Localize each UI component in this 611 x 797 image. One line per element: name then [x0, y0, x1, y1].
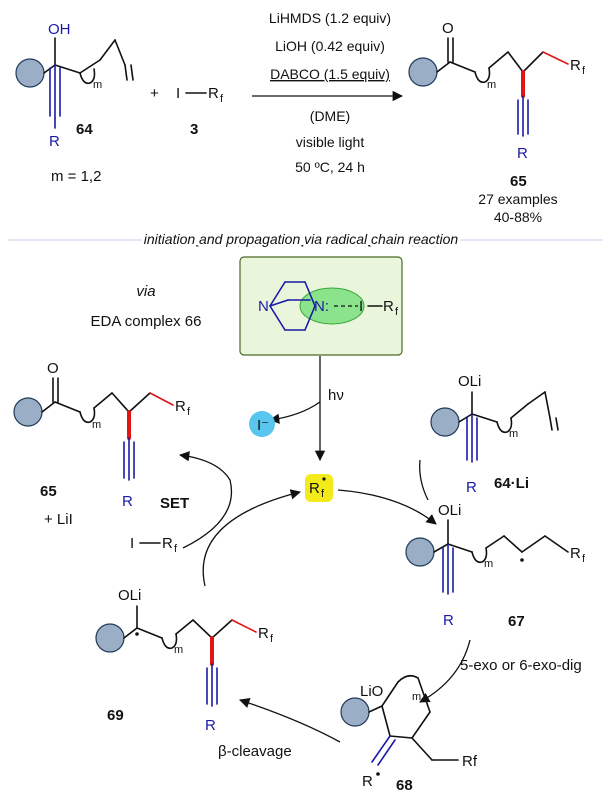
substrate-merge-arrow	[419, 459, 429, 501]
beta-cleavage-arrow	[239, 698, 341, 743]
intermediate-67-structure: OLi m R f R 67	[405, 502, 586, 630]
subscript-m-68: m	[412, 691, 421, 703]
iodide-release-arrow	[268, 401, 321, 424]
yield-range: 40-88%	[494, 209, 542, 225]
r-67: R	[443, 612, 454, 629]
reagent-3-structure: I R f 3	[176, 85, 224, 138]
plus-sign: +	[150, 85, 159, 102]
condition-6: 50 ºC, 24 h	[295, 159, 365, 175]
condition-3: DABCO (1.5 equiv)	[270, 66, 390, 82]
compound-65-label: 65	[510, 173, 527, 190]
addition-arrow	[337, 489, 437, 525]
r-68: R	[362, 773, 373, 790]
rf-label-65: R	[570, 57, 581, 74]
hv-label: hν	[328, 387, 344, 404]
condition-2: LiOH (0.42 equiv)	[275, 38, 385, 54]
rf-eda: R	[383, 298, 394, 315]
r-group-65: R	[517, 145, 528, 162]
r-group-64: R	[49, 133, 60, 150]
via-label: via	[136, 283, 155, 300]
rf-set-sub: f	[174, 543, 178, 555]
set-propagation-arrow	[202, 489, 302, 587]
oli-64li: OLi	[458, 373, 481, 390]
condition-1: LiHMDS (1.2 equiv)	[269, 10, 391, 26]
subscript-m-69: m	[174, 644, 183, 656]
dabco-n-right: N:	[314, 298, 329, 315]
reaction-conditions: LiHMDS (1.2 equiv) LiOH (0.42 equiv) DAB…	[252, 10, 404, 175]
rf-69: R	[258, 625, 269, 642]
subscript-m-65m: m	[92, 419, 101, 431]
eda-complex-box: N N: I R f	[239, 256, 403, 356]
r-69: R	[205, 717, 216, 734]
cyclization-label: 5-exo or 6-exo-dig	[460, 657, 582, 674]
lii-byproduct: + LiI	[44, 511, 73, 528]
lio-68: LiO	[360, 683, 383, 700]
compound-64li-label: 64·Li	[494, 475, 529, 492]
product-65-structure: O m R f R 65 27 examples 40-88%	[408, 20, 586, 225]
subscript-m-64li: m	[509, 428, 518, 440]
iodide-label: I⁻	[257, 417, 269, 434]
eda-complex-label: EDA complex 66	[91, 313, 202, 330]
r-64li: R	[466, 479, 477, 496]
rf-67: R	[570, 545, 581, 562]
rf-subscript-65: f	[582, 65, 586, 77]
product-65-mechanism-structure: O m R f R 65 + LiI	[13, 360, 191, 528]
rf-65m: R	[175, 398, 186, 415]
compound-67-label: 67	[508, 613, 525, 630]
condition-4: (DME)	[310, 108, 350, 124]
rf-68: Rf	[462, 753, 478, 770]
rf-radical-label: R	[309, 480, 320, 497]
set-transfer-arrow	[178, 451, 232, 549]
iodine-set: I	[130, 535, 134, 552]
subscript-m-64: m	[93, 79, 102, 91]
subscript-m-65: m	[487, 79, 496, 91]
rf-67-sub: f	[582, 553, 586, 565]
reactant-64-structure: OH m R 64 m = 1,2	[15, 21, 134, 185]
rf-radical-sub: f	[321, 488, 325, 500]
cyclization-arrow	[419, 639, 471, 703]
rf-subscript-3: f	[220, 93, 224, 105]
rf-69-sub: f	[270, 633, 274, 645]
oli-67: OLi	[438, 502, 461, 519]
condition-5: visible light	[296, 134, 365, 150]
compound-68-label: 68	[396, 777, 413, 794]
set-label: SET	[160, 495, 189, 512]
subscript-m-67: m	[484, 558, 493, 570]
intermediate-64li-structure: OLi m R 64·Li	[430, 373, 559, 496]
compound-65m-label: 65	[40, 483, 57, 500]
intermediate-69-structure: OLi m R f R 69	[95, 587, 274, 734]
m-equals-label: m = 1,2	[51, 168, 101, 185]
rf-eda-sub: f	[395, 306, 399, 318]
carbonyl-o-65: O	[442, 20, 454, 37]
oli-69: OLi	[118, 587, 141, 604]
carbonyl-o-65m: O	[47, 360, 59, 377]
iodide-bubble	[249, 411, 275, 437]
dabco-n-left: N	[258, 298, 269, 315]
hydroxyl-label: OH	[48, 21, 71, 38]
compound-3-label: 3	[190, 121, 198, 138]
rf-radical-box	[305, 474, 333, 502]
examples-count: 27 examples	[478, 191, 557, 207]
rf-set: R	[162, 535, 173, 552]
beta-cleavage-label: β-cleavage	[218, 743, 292, 760]
intermediate-68-structure: LiO m R Rf 68	[340, 674, 478, 794]
rf-label-3: R	[208, 85, 219, 102]
iodine-eda: I	[359, 298, 363, 315]
r-65m: R	[122, 493, 133, 510]
iodine-label: I	[176, 85, 180, 102]
mechanism-heading: initiation and propagation via radical c…	[144, 231, 459, 247]
compound-64-label: 64	[76, 121, 93, 138]
rf-65m-sub: f	[187, 406, 191, 418]
compound-69-label: 69	[107, 707, 124, 724]
